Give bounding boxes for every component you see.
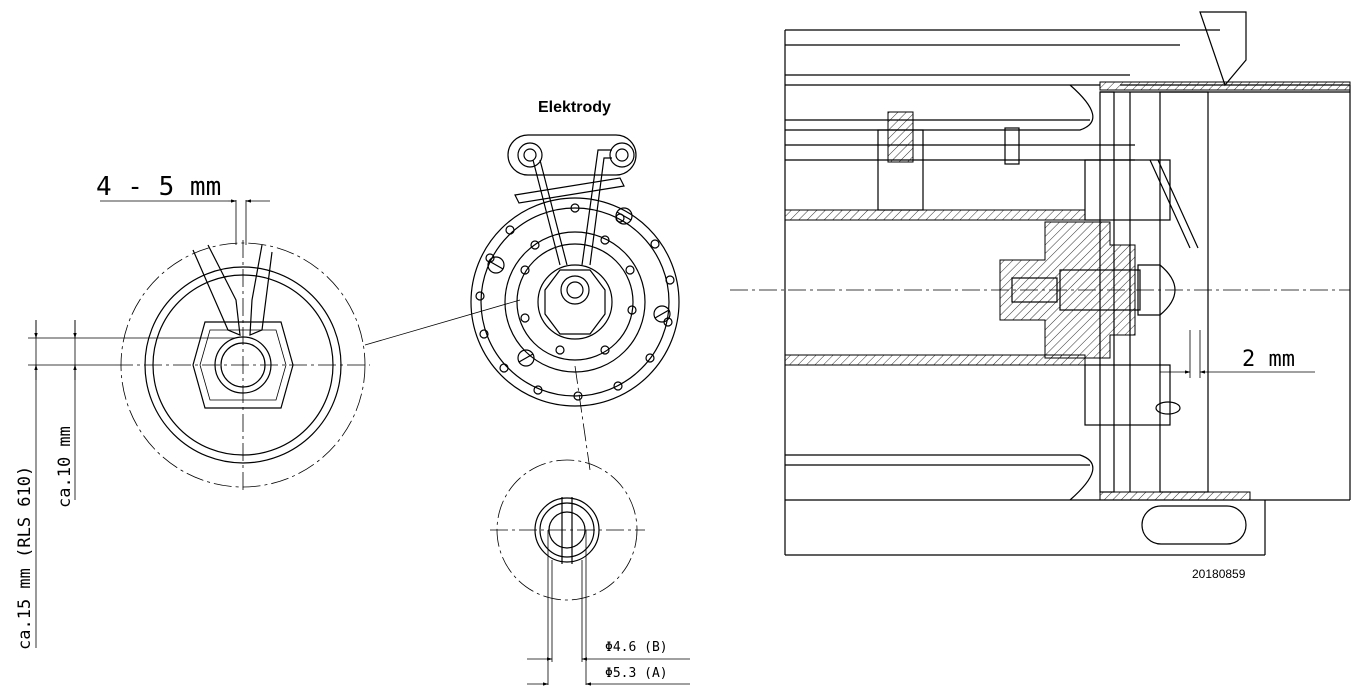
- diameter-a-label: Φ5.3 (A): [605, 666, 668, 681]
- flange-holes: [475, 203, 675, 401]
- distance-10-label: ca.10 mm: [55, 426, 75, 508]
- flange-screws: [487, 207, 671, 367]
- gap-dimension-label: 4 - 5 mm: [96, 172, 221, 202]
- section-view: [730, 11, 1351, 556]
- title-label: Elektrody: [538, 99, 611, 116]
- nozzle-detail-view: [490, 459, 690, 686]
- left-detail-view: [28, 199, 521, 648]
- drawing-number: 20180859: [1192, 567, 1246, 581]
- distance-15-label: ca.15 mm (RLS 610): [15, 466, 35, 650]
- gap-2mm-label: 2 mm: [1242, 347, 1295, 372]
- diameter-b-label: Φ4.6 (B): [605, 640, 668, 655]
- center-front-view: [470, 134, 680, 471]
